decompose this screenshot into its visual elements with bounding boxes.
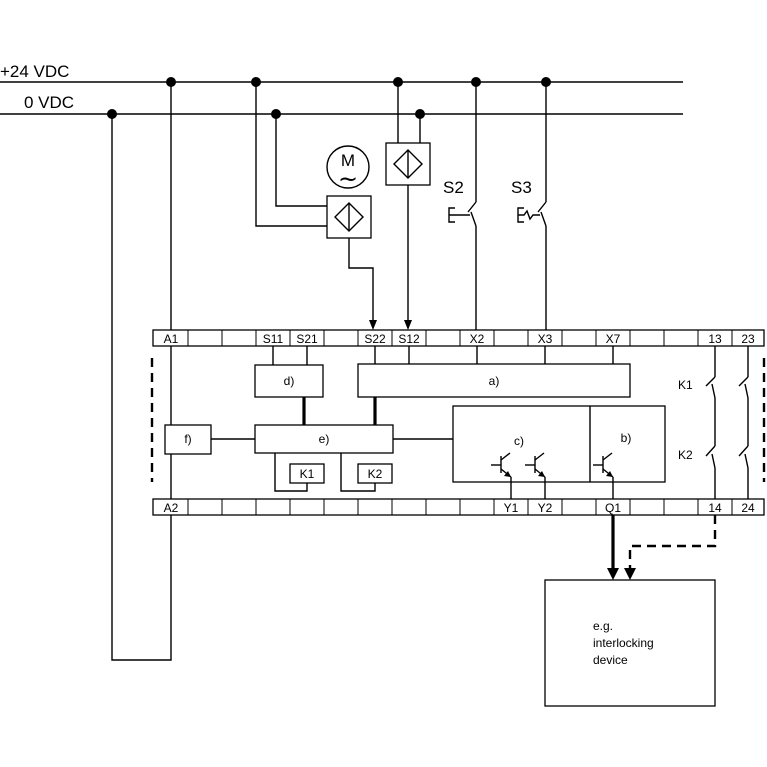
junction-dots bbox=[107, 77, 551, 119]
terminal-y1: Y1 bbox=[504, 501, 519, 515]
device-line-1: e.g. bbox=[593, 619, 613, 633]
terminal-24: 24 bbox=[741, 501, 755, 515]
terminal-s11: S11 bbox=[263, 332, 284, 346]
contact-k2-13 bbox=[705, 445, 716, 457]
block-d-label: d) bbox=[284, 374, 295, 388]
wire-e-k1 bbox=[274, 453, 308, 492]
transistor-y1-icon bbox=[491, 452, 512, 499]
motor-letter: M bbox=[341, 151, 355, 170]
block-b-label: b) bbox=[621, 431, 632, 445]
terminal-strip-top-frame bbox=[152, 329, 765, 347]
switch-s2-blade bbox=[470, 211, 477, 227]
wire-sensor-1-zero bbox=[275, 114, 327, 207]
switch-s3-label: S3 bbox=[511, 178, 532, 197]
terminal-s22: S22 bbox=[364, 332, 386, 346]
arrow-s22 bbox=[369, 320, 377, 330]
block-e-label: e) bbox=[319, 432, 330, 446]
relay-coil-k2-label: K2 bbox=[368, 467, 383, 481]
terminal-strip-top: A1 S11 S21 S22 S12 X2 X3 X7 13 23 bbox=[152, 329, 765, 347]
block-e: e) bbox=[254, 424, 394, 454]
switch-s3-blade bbox=[540, 211, 547, 227]
relay-coil-k1-label: K1 bbox=[300, 467, 315, 481]
switch-s2-contact bbox=[467, 201, 477, 213]
terminal-s12: S12 bbox=[398, 332, 420, 346]
block-f-label: f) bbox=[184, 432, 191, 446]
block-c-label: c) bbox=[514, 434, 524, 448]
contact-k1-label: K1 bbox=[678, 378, 693, 392]
terminal-14: 14 bbox=[708, 501, 722, 515]
interlocking-device-box bbox=[544, 579, 716, 707]
block-d-box bbox=[254, 364, 324, 398]
sensor-1 bbox=[255, 82, 377, 330]
contact-k2-label: K2 bbox=[678, 448, 693, 462]
terminal-strip-bottom: A2 Y1 Y2 Q1 14 24 bbox=[152, 498, 765, 516]
terminal-y2: Y2 bbox=[538, 501, 553, 515]
wire-e-k2 bbox=[340, 453, 376, 492]
block-a-box bbox=[357, 363, 631, 398]
wire-14-device bbox=[628, 515, 717, 570]
arrow-s12 bbox=[404, 320, 412, 330]
rail-0vdc-label: 0 VDC bbox=[24, 93, 74, 112]
switch-s3-actuator-rod bbox=[518, 209, 540, 221]
wire-sensor-1-supply bbox=[255, 82, 327, 227]
contact-k2-23 bbox=[738, 445, 749, 457]
relay-contacts: K1 K2 bbox=[678, 346, 749, 499]
block-a-label: a) bbox=[489, 374, 500, 388]
motor-circle bbox=[326, 145, 370, 189]
switch-s2-label: S2 bbox=[443, 178, 464, 197]
motor-symbol: M ~ bbox=[326, 145, 370, 193]
terminal-x7: X7 bbox=[606, 332, 621, 346]
relay-coil-k2-box bbox=[357, 463, 393, 484]
arrow-14 bbox=[624, 568, 636, 580]
block-e-box bbox=[254, 424, 394, 454]
terminal-a1: A1 bbox=[164, 332, 179, 346]
relay-coil-k1-box bbox=[289, 463, 325, 484]
interlocking-device: e.g. interlocking device bbox=[544, 579, 716, 707]
switch-s3: S3 bbox=[511, 82, 547, 330]
rail-24vdc-label: +24 VDC bbox=[0, 62, 69, 81]
terminal-x2: X2 bbox=[470, 332, 485, 346]
device-line-2: interlocking bbox=[593, 636, 654, 650]
motor-tilde: ~ bbox=[338, 165, 358, 193]
block-d: d) bbox=[254, 364, 324, 398]
wire-sensor-1-signal bbox=[348, 238, 374, 322]
terminal-q1: Q1 bbox=[605, 501, 621, 515]
terminal-strip-bottom-frame bbox=[152, 498, 765, 516]
block-f-box bbox=[164, 424, 212, 455]
switch-s3-contact bbox=[537, 201, 547, 213]
return-wire-a2 bbox=[111, 114, 172, 661]
terminal-23: 23 bbox=[741, 332, 755, 346]
terminal-13: 13 bbox=[708, 332, 722, 346]
block-a: a) bbox=[357, 363, 631, 398]
device-line-3: device bbox=[593, 653, 628, 667]
block-f: f) bbox=[164, 424, 212, 455]
arrow-q1 bbox=[607, 568, 619, 580]
output-wiring bbox=[607, 515, 717, 580]
supply-rails: +24 VDC 0 VDC bbox=[0, 62, 683, 115]
terminal-a2: A2 bbox=[164, 501, 179, 515]
relay-coil-k2: K2 bbox=[357, 463, 393, 484]
contact-k1-13 bbox=[705, 376, 716, 387]
terminal-x3: X3 bbox=[538, 332, 553, 346]
contact-k1-23 bbox=[738, 376, 749, 387]
switch-s2: S2 bbox=[443, 82, 477, 330]
relay-module bbox=[150, 358, 766, 482]
transistor-y2-icon bbox=[525, 452, 546, 499]
relay-coil-k1: K1 bbox=[289, 463, 325, 484]
block-c: c) b) bbox=[452, 405, 666, 499]
transistor-q1-icon bbox=[593, 452, 614, 499]
sensor-2 bbox=[385, 82, 431, 330]
terminal-s21: S21 bbox=[296, 332, 318, 346]
internal-wiring bbox=[170, 346, 614, 499]
block-cb-box bbox=[452, 405, 666, 483]
